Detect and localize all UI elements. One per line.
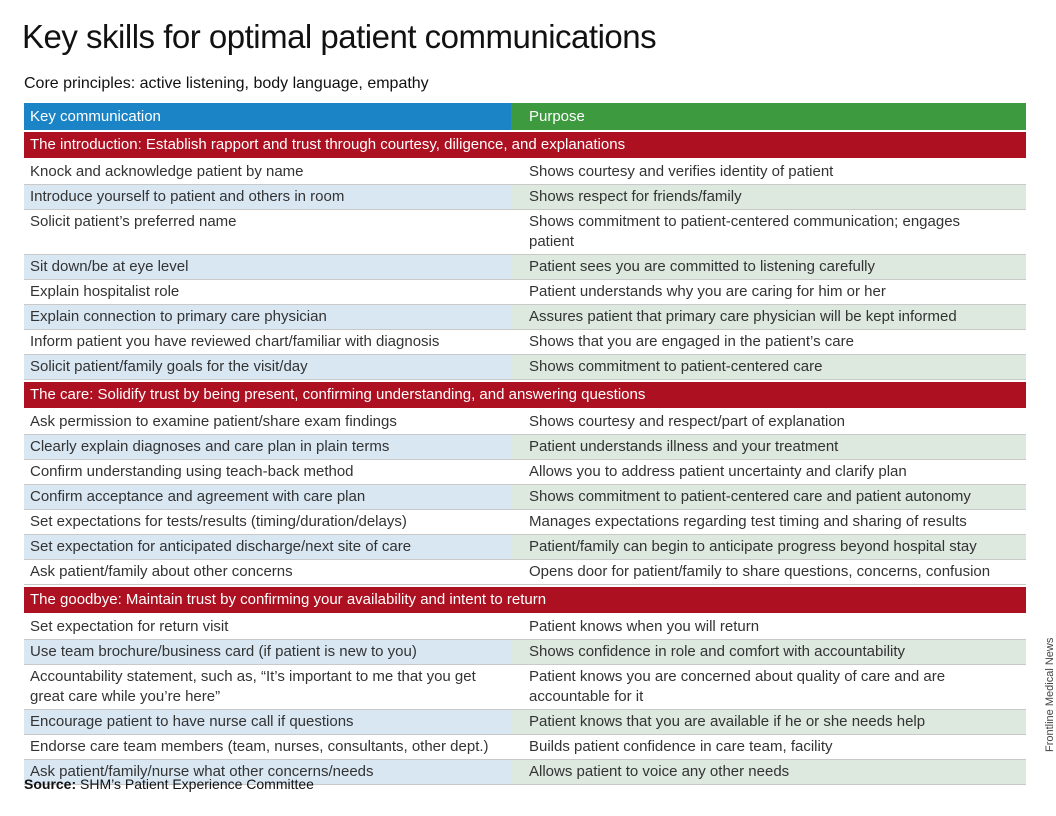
key-communication-cell: Knock and acknowledge patient by name (24, 160, 511, 184)
table-row: Encourage patient to have nurse call if … (24, 710, 1026, 735)
purpose-cell: Manages expectations regarding test timi… (511, 510, 1026, 534)
section-heading: The care: Solidify trust by being presen… (24, 382, 1026, 408)
purpose-cell: Allows you to address patient uncertaint… (511, 460, 1026, 484)
table-row: Use team brochure/business card (if pati… (24, 640, 1026, 665)
purpose-cell: Patient sees you are committed to listen… (511, 255, 1026, 279)
column-header-purpose: Purpose (511, 103, 1026, 130)
credit-line: Frontline Medical News (1044, 637, 1056, 752)
purpose-cell: Patient knows when you will return (511, 615, 1026, 639)
purpose-cell: Patient understands why you are caring f… (511, 280, 1026, 304)
key-communication-cell: Accountability statement, such as, “It’s… (24, 665, 511, 709)
table-row: Endorse care team members (team, nurses,… (24, 735, 1026, 760)
key-communication-cell: Set expectation for anticipated discharg… (24, 535, 511, 559)
key-communication-cell: Explain hospitalist role (24, 280, 511, 304)
table-row: Introduce yourself to patient and others… (24, 185, 1026, 210)
table-header: Key communication Purpose (24, 103, 1026, 130)
key-communication-cell: Inform patient you have reviewed chart/f… (24, 330, 511, 354)
table-row: Ask permission to examine patient/share … (24, 410, 1026, 435)
purpose-cell: Allows patient to voice any other needs (511, 760, 1026, 784)
purpose-cell: Shows confidence in role and comfort wit… (511, 640, 1026, 664)
key-communication-cell: Use team brochure/business card (if pati… (24, 640, 511, 664)
purpose-cell: Patient knows that you are available if … (511, 710, 1026, 734)
source-label: Source: (24, 776, 77, 792)
purpose-cell: Shows courtesy and respect/part of expla… (511, 410, 1026, 434)
table-row: Inform patient you have reviewed chart/f… (24, 330, 1026, 355)
purpose-cell: Patient understands illness and your tre… (511, 435, 1026, 459)
key-communication-cell: Solicit patient’s preferred name (24, 210, 511, 254)
purpose-cell: Opens door for patient/family to share q… (511, 560, 1026, 584)
purpose-cell: Shows commitment to patient-centered car… (511, 355, 1026, 379)
section-heading: The introduction: Establish rapport and … (24, 132, 1026, 158)
purpose-cell: Shows respect for friends/family (511, 185, 1026, 209)
table-row: Accountability statement, such as, “It’s… (24, 665, 1026, 710)
key-communication-cell: Set expectations for tests/results (timi… (24, 510, 511, 534)
table-row: Confirm understanding using teach-back m… (24, 460, 1026, 485)
purpose-cell: Shows courtesy and verifies identity of … (511, 160, 1026, 184)
table-row: Ask patient/family/nurse what other conc… (24, 760, 1026, 785)
source-note: Source: SHM’s Patient Experience Committ… (24, 776, 314, 792)
key-communication-cell: Solicit patient/family goals for the vis… (24, 355, 511, 379)
key-communication-cell: Set expectation for return visit (24, 615, 511, 639)
table-row: Clearly explain diagnoses and care plan … (24, 435, 1026, 460)
purpose-cell: Shows commitment to patient-centered car… (511, 485, 1026, 509)
column-header-key-communication: Key communication (24, 103, 511, 130)
source-text: SHM’s Patient Experience Committee (80, 776, 314, 792)
key-communication-cell: Confirm acceptance and agreement with ca… (24, 485, 511, 509)
key-communication-cell: Confirm understanding using teach-back m… (24, 460, 511, 484)
key-communication-cell: Endorse care team members (team, nurses,… (24, 735, 511, 759)
table-body: The introduction: Establish rapport and … (24, 132, 1026, 785)
table-row: Confirm acceptance and agreement with ca… (24, 485, 1026, 510)
subtitle: Core principles: active listening, body … (24, 75, 429, 92)
table-row: Solicit patient/family goals for the vis… (24, 355, 1026, 380)
purpose-cell: Assures patient that primary care physic… (511, 305, 1026, 329)
key-communication-cell: Introduce yourself to patient and others… (24, 185, 511, 209)
purpose-cell: Patient/family can begin to anticipate p… (511, 535, 1026, 559)
section-heading: The goodbye: Maintain trust by confirmin… (24, 587, 1026, 613)
key-communication-cell: Sit down/be at eye level (24, 255, 511, 279)
table-row: Set expectation for anticipated discharg… (24, 535, 1026, 560)
page-title: Key skills for optimal patient communica… (22, 18, 657, 55)
table-row: Set expectations for tests/results (timi… (24, 510, 1026, 535)
purpose-cell: Builds patient confidence in care team, … (511, 735, 1026, 759)
key-communication-cell: Clearly explain diagnoses and care plan … (24, 435, 511, 459)
purpose-cell: Patient knows you are concerned about qu… (511, 665, 1026, 709)
key-communication-cell: Encourage patient to have nurse call if … (24, 710, 511, 734)
key-communication-cell: Ask patient/family about other concerns (24, 560, 511, 584)
skills-table: Key communication Purpose The introducti… (24, 103, 1026, 785)
key-communication-cell: Explain connection to primary care physi… (24, 305, 511, 329)
purpose-cell: Shows that you are engaged in the patien… (511, 330, 1026, 354)
purpose-cell: Shows commitment to patient-centered com… (511, 210, 1026, 254)
table-row: Explain connection to primary care physi… (24, 305, 1026, 330)
key-communication-cell: Ask patient/family/nurse what other conc… (24, 760, 511, 784)
key-communication-cell: Ask permission to examine patient/share … (24, 410, 511, 434)
